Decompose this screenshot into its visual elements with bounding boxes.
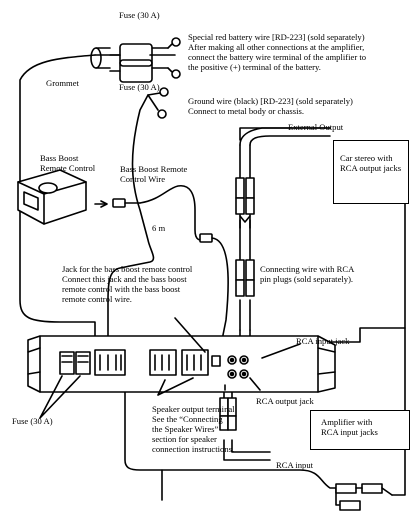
ground-terminal-bottom <box>157 109 167 119</box>
fuse-holder-top <box>119 43 153 67</box>
jack-label: Jack for the bass boost remote control C… <box>62 264 193 304</box>
length-label: 6 m <box>152 223 166 233</box>
ground-wire-path <box>107 94 155 361</box>
pointer-rca-in <box>261 343 301 359</box>
external-output-line <box>239 127 331 141</box>
rca-input-jack-label: RCA input jack <box>296 336 350 346</box>
pointer-rca-out <box>249 377 261 391</box>
pointer-speaker <box>157 377 194 396</box>
bottom-wire <box>124 384 337 489</box>
right-vertical-wire <box>391 199 406 496</box>
speaker-output-label: Speaker output terminal See the “Connect… <box>152 404 235 454</box>
ground-terminal-top <box>159 87 169 97</box>
fuse-holder-bottom <box>119 59 153 83</box>
amplifier-box: Amplifier with RCA input jacks <box>310 410 410 450</box>
external-output-label: External Output <box>288 122 344 132</box>
bass-boost-remote-device <box>17 169 87 225</box>
bottom-plug-3 <box>339 500 361 511</box>
fuse-top-label: Fuse (30 A) <box>119 10 160 20</box>
battery-wire-label: Special red battery wire [RD-223] (sold … <box>188 32 367 72</box>
bass-boost-wire-label: Bass Boost Remote Control Wire <box>120 164 188 184</box>
ground-wire-label: Ground wire (black) [RD-223] (sold separ… <box>188 96 353 116</box>
amplifier-label: Amplifier with RCA input jacks <box>321 417 378 437</box>
remote-plug-left <box>112 198 126 208</box>
remote-plug-right <box>199 233 213 243</box>
amplifier-body <box>27 335 336 393</box>
bass-boost-remote-label: Bass Boost Remote Control <box>40 153 96 173</box>
bottom-plug-1 <box>335 483 357 494</box>
pointer-jack <box>174 317 206 353</box>
fuse-mid-label: Fuse (30 A) <box>119 82 160 92</box>
car-stereo-box: Car stereo with RCA output jacks <box>333 140 409 204</box>
remote-arrow <box>100 200 108 208</box>
grommet-label: Grommet <box>46 78 79 88</box>
rca-output-jack-label: RCA output jack <box>256 396 314 406</box>
connecting-wire-label: Connecting wire with RCA pin plugs (sold… <box>260 264 355 284</box>
rca-input-label: RCA input <box>276 460 314 470</box>
car-stereo-label: Car stereo with RCA output jacks <box>340 153 402 173</box>
bottom-plug-2 <box>361 483 383 494</box>
pointer-fuse <box>39 375 81 419</box>
fuse-bottom-label: Fuse (30 A) <box>12 416 53 426</box>
remote-wire <box>94 185 206 241</box>
grommet <box>90 47 102 69</box>
ring-terminal-top <box>171 37 181 47</box>
ring-terminal-bottom <box>171 69 181 79</box>
rca-arrow-up <box>239 215 251 223</box>
